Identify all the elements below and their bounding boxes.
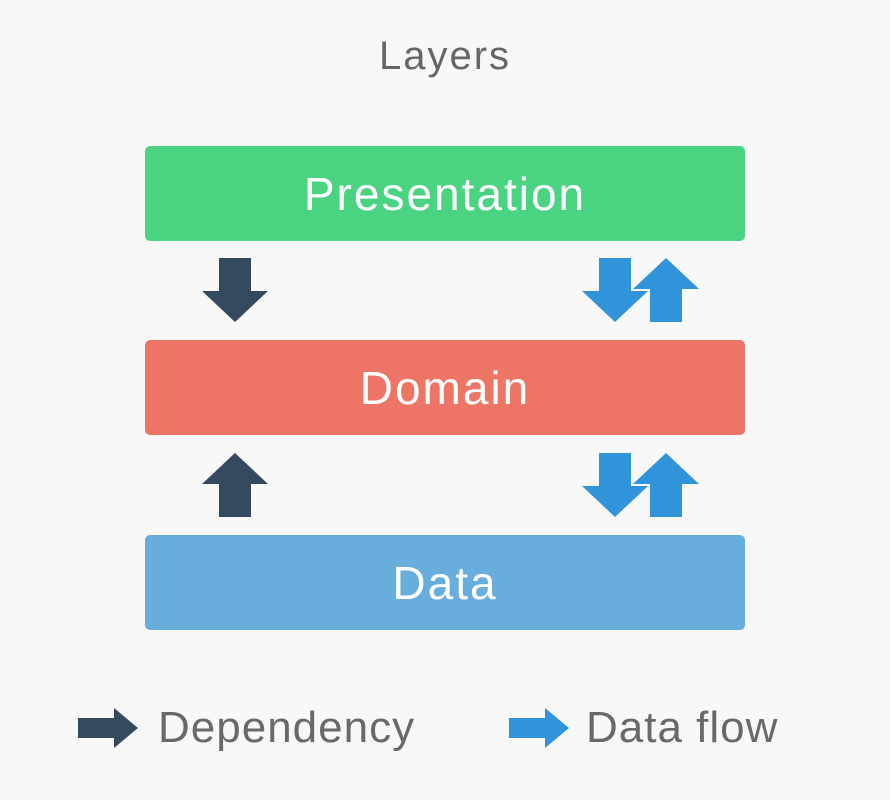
dependency-arrow-up-icon (202, 453, 268, 517)
layer-box-data: Data (145, 535, 745, 630)
layer-box-presentation: Presentation (145, 146, 745, 241)
dependency-arrow-down-icon (202, 258, 268, 322)
dependency-legend-arrow-icon (78, 708, 138, 748)
legend-label-dependency: Dependency (158, 703, 416, 752)
data-flow-legend-arrow-icon (509, 708, 569, 748)
layer-label-data: Data (392, 556, 498, 609)
diagram-title: Layers (378, 34, 512, 78)
data-flow-arrow-down-icon (582, 453, 648, 517)
legend-label-data-flow: Data flow (586, 703, 779, 752)
layer-box-domain: Domain (145, 340, 745, 435)
layer-label-presentation: Presentation (303, 167, 587, 220)
data-flow-arrow-up-icon (633, 258, 699, 322)
data-flow-arrow-down-icon (582, 258, 648, 322)
layer-label-domain: Domain (359, 361, 531, 414)
data-flow-arrow-up-icon (633, 453, 699, 517)
